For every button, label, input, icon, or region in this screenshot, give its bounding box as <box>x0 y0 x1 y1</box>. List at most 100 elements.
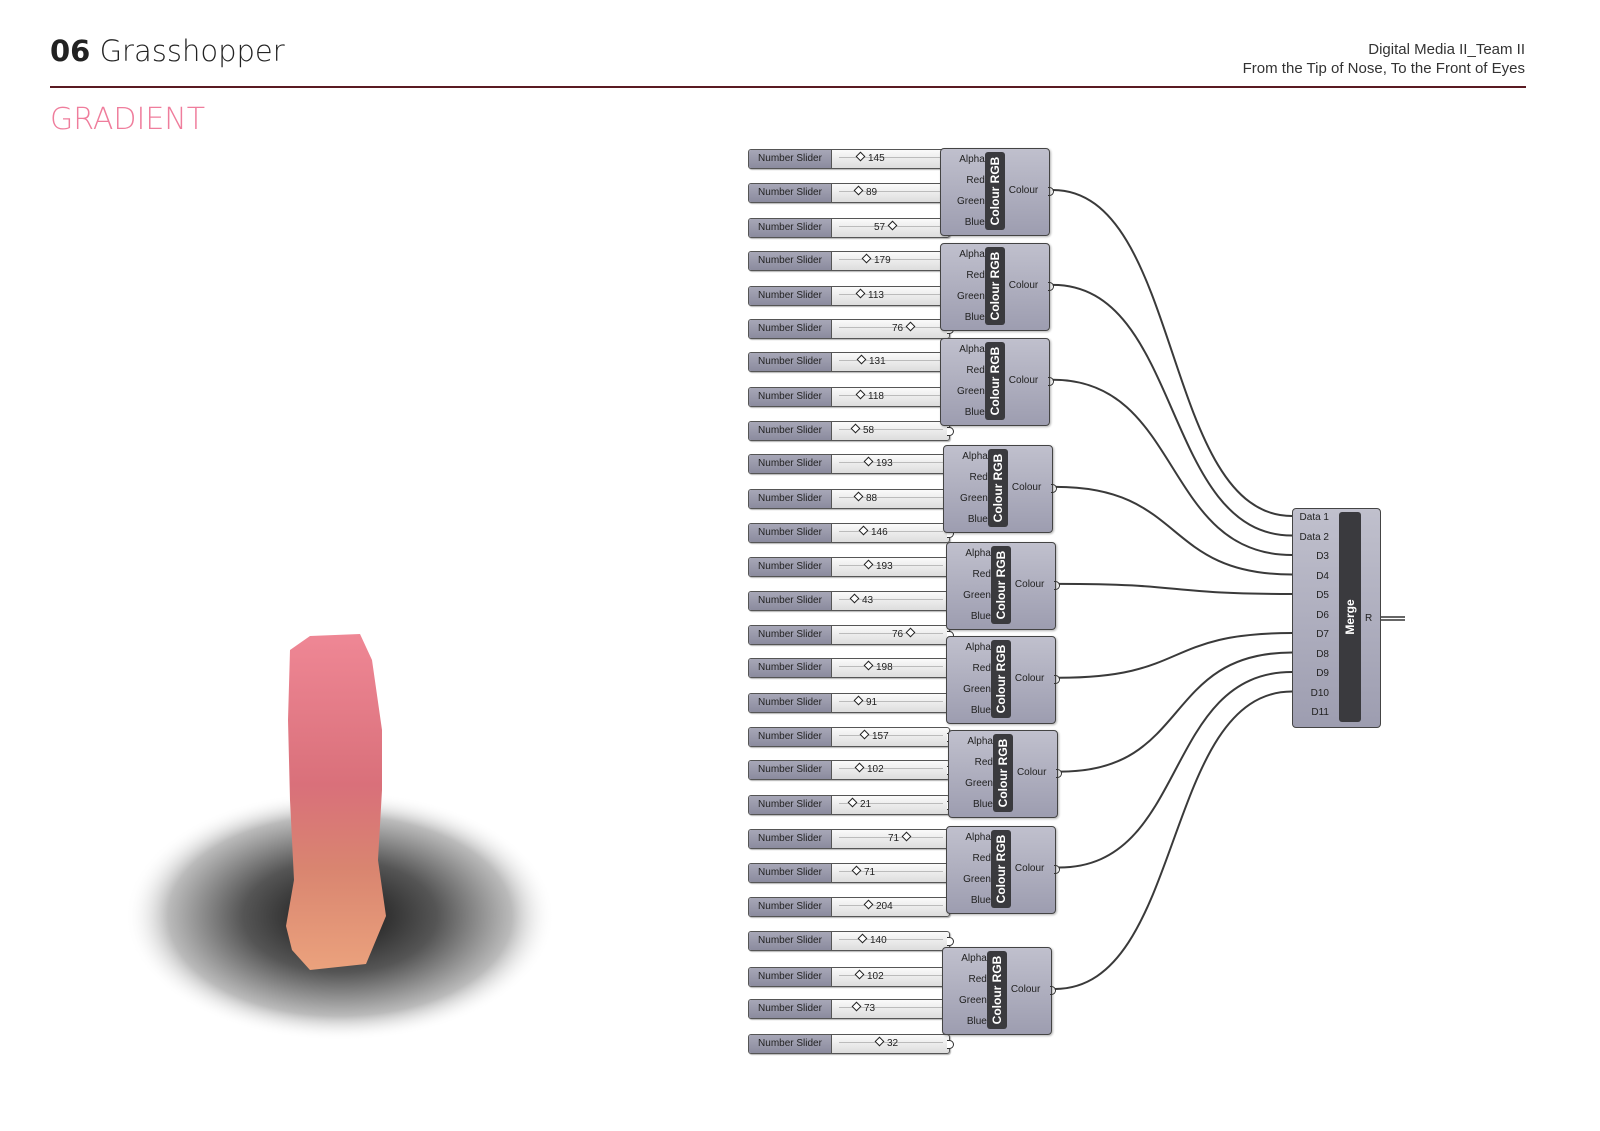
merge-input[interactable]: D8 <box>1316 648 1329 660</box>
input-green[interactable]: Green <box>956 290 985 302</box>
slider-knob-icon[interactable] <box>887 220 898 230</box>
input-red[interactable]: Red <box>966 174 985 186</box>
slider-value[interactable]: 58 <box>848 422 874 440</box>
input-alpha[interactable]: Alpha <box>965 831 991 843</box>
output-port[interactable] <box>1049 985 1056 995</box>
slider-track[interactable] <box>839 259 943 263</box>
input-blue[interactable]: Blue <box>964 216 985 228</box>
slider-knob-icon[interactable] <box>905 627 916 638</box>
colour-output[interactable]: Colour <box>1008 184 1039 196</box>
slider-track[interactable] <box>839 157 943 161</box>
slider-knob-icon[interactable] <box>855 389 866 400</box>
input-red[interactable]: Red <box>974 756 993 768</box>
slider-knob-icon[interactable] <box>861 253 872 264</box>
slider-value[interactable]: 140 <box>855 932 887 950</box>
slider-knob-icon[interactable] <box>849 593 860 604</box>
input-red[interactable]: Red <box>969 471 988 483</box>
slider-knob-icon[interactable] <box>847 797 858 808</box>
slider-value[interactable]: 32 <box>872 1035 898 1053</box>
output-port[interactable] <box>1053 674 1060 684</box>
slider-value[interactable]: 179 <box>859 252 891 270</box>
slider-knob-icon[interactable] <box>855 288 866 299</box>
input-red[interactable]: Red <box>972 852 991 864</box>
colour-output[interactable]: Colour <box>1008 279 1039 291</box>
slider-track[interactable] <box>839 462 943 466</box>
slider-value[interactable]: 91 <box>851 694 877 712</box>
merge-input[interactable]: Data 1 <box>1299 512 1329 523</box>
merge-input[interactable]: D11 <box>1311 707 1329 718</box>
slider-track[interactable] <box>839 1007 943 1011</box>
input-red[interactable]: Red <box>966 364 985 376</box>
output-port[interactable] <box>1050 483 1057 493</box>
slider-knob-icon[interactable] <box>854 969 865 979</box>
input-blue[interactable]: Blue <box>970 894 991 906</box>
input-green[interactable]: Green <box>959 994 987 1006</box>
merge-input[interactable]: D4 <box>1316 570 1329 582</box>
slider-knob-icon[interactable] <box>856 354 867 365</box>
slider-value[interactable]: 118 <box>853 388 884 406</box>
slider-value[interactable]: 76 <box>892 320 918 338</box>
slider-value[interactable]: 204 <box>861 898 893 916</box>
input-green[interactable]: Green <box>965 777 993 789</box>
slider-track[interactable] <box>839 666 943 670</box>
slider-track[interactable] <box>839 1041 943 1046</box>
slider-track[interactable] <box>839 190 943 195</box>
slider-track[interactable] <box>839 905 943 909</box>
output-port[interactable] <box>1047 281 1054 291</box>
slider-knob-icon[interactable] <box>853 695 864 706</box>
slider-knob-icon[interactable] <box>850 423 861 434</box>
merge-input[interactable]: Data 2 <box>1299 531 1329 543</box>
merge-output-r[interactable]: R <box>1365 613 1373 624</box>
input-green[interactable]: Green <box>963 589 991 601</box>
input-red[interactable]: Red <box>972 662 991 674</box>
input-alpha[interactable]: Alpha <box>962 450 988 462</box>
slider-knob-icon[interactable] <box>853 185 864 196</box>
colour-output[interactable]: Colour <box>1014 672 1045 684</box>
slider-knob-icon[interactable] <box>905 321 916 332</box>
input-blue[interactable]: Blue <box>966 1015 987 1027</box>
merge-input[interactable]: D7 <box>1316 629 1329 640</box>
output-port[interactable] <box>1047 186 1054 196</box>
slider-track[interactable] <box>839 530 943 535</box>
output-port[interactable] <box>947 426 954 436</box>
slider-knob-icon[interactable] <box>859 729 870 740</box>
input-blue[interactable]: Blue <box>970 610 991 622</box>
slider-track[interactable] <box>839 599 943 603</box>
colour-output[interactable]: Colour <box>1014 578 1045 590</box>
slider-track[interactable] <box>839 326 943 331</box>
output-port[interactable] <box>947 936 954 946</box>
slider-knob-icon[interactable] <box>901 831 912 842</box>
slider-track[interactable] <box>839 938 943 943</box>
input-blue[interactable]: Blue <box>972 798 993 810</box>
slider-knob-icon[interactable] <box>851 1001 862 1012</box>
slider-track[interactable] <box>839 496 943 501</box>
slider-value[interactable]: 193 <box>861 558 893 576</box>
slider-value[interactable]: 43 <box>847 592 873 610</box>
slider-knob-icon[interactable] <box>851 866 862 876</box>
slider-knob-icon[interactable] <box>858 525 869 536</box>
output-port[interactable] <box>1053 864 1060 874</box>
slider-track[interactable] <box>839 565 943 569</box>
